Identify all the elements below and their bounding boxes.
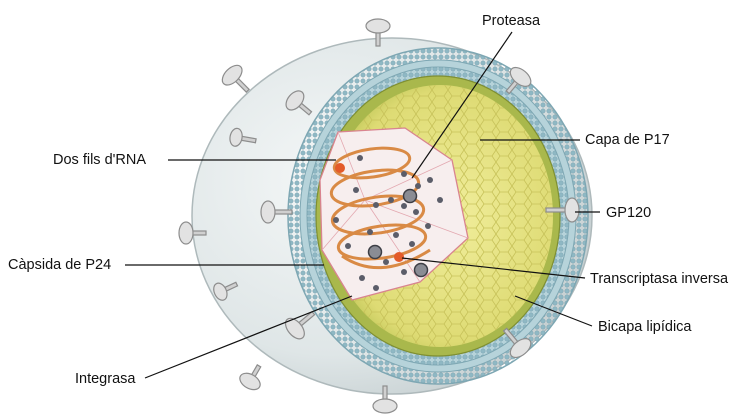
label-capsida-p24: Càpsida de P24: [8, 257, 111, 273]
label-proteasa: Proteasa: [482, 13, 541, 29]
label-bicapa: Bicapa lipídica: [598, 319, 692, 335]
label-gp120: GP120: [606, 205, 651, 221]
label-dos-fils-rna: Dos fils d'RNA: [53, 152, 146, 168]
label-integrasa: Integrasa: [75, 371, 136, 387]
label-capa-p17: Capa de P17: [585, 132, 670, 148]
label-transcriptasa: Transcriptasa inversa: [590, 271, 729, 287]
